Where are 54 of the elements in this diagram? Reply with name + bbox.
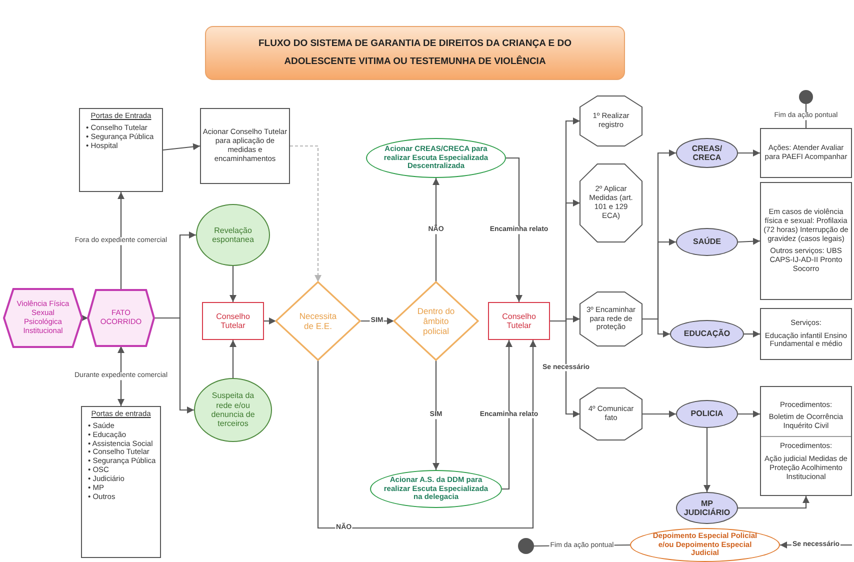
node-text: Conselho Tutelar bbox=[215, 312, 251, 330]
connector-arrow bbox=[317, 340, 536, 529]
end-dot bbox=[799, 90, 813, 104]
info-box bbox=[760, 386, 852, 496]
decision-diamond bbox=[394, 282, 478, 360]
step-octagon bbox=[580, 388, 642, 440]
step-octagon bbox=[580, 164, 642, 242]
connector-arrow bbox=[738, 238, 760, 245]
connector-arrow bbox=[162, 143, 200, 151]
connector-arrow bbox=[290, 145, 322, 282]
node-text: CREAS/ CRECA bbox=[690, 144, 724, 162]
list-box bbox=[81, 406, 161, 558]
process-box bbox=[488, 302, 550, 340]
title-banner: FLUXO DO SISTEMA DE GARANTIA DE DIREITOS DA CRIANÇA E DO ADOLESCENTE VITIMA OU TESTEMUNHA DE VIOLÊNCIA bbox=[205, 26, 625, 80]
connector-arrow bbox=[502, 340, 512, 490]
connector-arrow bbox=[642, 318, 670, 338]
connector-arrow bbox=[230, 266, 236, 302]
hexagon-node bbox=[88, 290, 154, 346]
end-dot bbox=[518, 538, 534, 554]
node-text: POLICIA bbox=[690, 409, 724, 419]
connector-arrow bbox=[432, 360, 440, 470]
node-text: Necessita de E.E. bbox=[298, 310, 338, 332]
process-box bbox=[200, 108, 290, 184]
connector-arrow bbox=[704, 428, 710, 492]
connector-arrow bbox=[642, 410, 676, 418]
connector-arrow bbox=[506, 157, 522, 302]
connector-arrow bbox=[432, 178, 440, 282]
list-box bbox=[79, 108, 163, 192]
connector-arrow bbox=[738, 150, 760, 156]
node-text: Conselho Tutelar bbox=[501, 312, 537, 330]
node-text: EDUCAÇÃO bbox=[684, 329, 730, 339]
info-box bbox=[760, 128, 852, 178]
step-octagon bbox=[580, 292, 642, 346]
connector-arrow bbox=[738, 410, 760, 418]
step-octagon bbox=[580, 96, 642, 146]
connector-arrow bbox=[264, 318, 276, 324]
node-text: MP JUDICIÁRIO bbox=[682, 498, 732, 518]
info-box bbox=[760, 182, 852, 300]
decision-diamond bbox=[276, 282, 360, 360]
info-box bbox=[760, 308, 852, 360]
connector-arrow bbox=[118, 192, 124, 290]
node-text: SAÚDE bbox=[692, 237, 721, 247]
connector-arrow bbox=[118, 346, 124, 406]
connector-arrow bbox=[154, 317, 194, 414]
node-text: Suspeita da rede e/ou denuncia de terceiros bbox=[210, 391, 256, 429]
connector-arrow bbox=[738, 496, 810, 509]
connector-arrow bbox=[744, 330, 760, 338]
hexagon-node bbox=[4, 289, 82, 347]
process-box bbox=[202, 302, 264, 340]
connector-arrow bbox=[550, 320, 580, 418]
node-text: Dentro do âmbito policial bbox=[416, 306, 456, 336]
node-text: Revelação espontanea bbox=[211, 226, 255, 244]
connector-arrow bbox=[230, 340, 236, 378]
connector-arrow bbox=[81, 314, 88, 322]
